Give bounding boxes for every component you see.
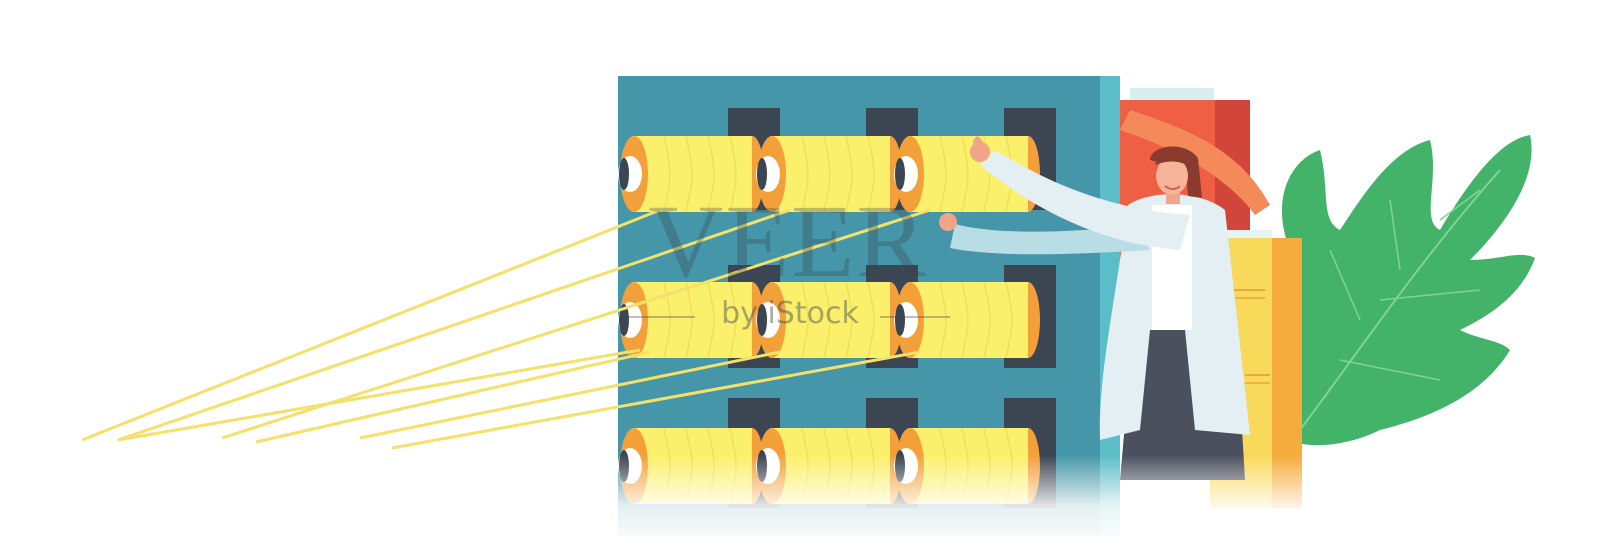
spool-thread-line <box>961 281 969 359</box>
spool-thread-line <box>845 281 853 359</box>
spool-thread-line <box>685 135 693 213</box>
spool-thread-line <box>823 135 831 213</box>
thread-spool-icon <box>756 281 902 359</box>
spool-thread-line <box>663 281 671 359</box>
watermark-rule-right <box>880 316 950 318</box>
spool-thread-line <box>939 135 947 213</box>
leaf-icon <box>1252 135 1535 446</box>
spool-thread-line <box>801 135 809 213</box>
watermark-brand: VEER <box>648 184 928 299</box>
spool-thread-line <box>823 281 831 359</box>
spool-thread-line <box>845 135 853 213</box>
spool-thread-line <box>961 135 969 213</box>
spool-thread-line <box>729 281 737 359</box>
thread-spool-icon <box>894 281 1040 359</box>
spool-thread-line <box>707 281 715 359</box>
yarn-threads <box>81 208 931 450</box>
thread-spool-icon <box>618 281 764 359</box>
spool-thread-line <box>939 281 947 359</box>
spool-thread-line <box>983 281 991 359</box>
watermark-rule-left <box>625 316 695 318</box>
bottom-fade <box>600 455 1320 547</box>
spool-thread-line <box>867 281 875 359</box>
watermark-sub: by iStock <box>721 296 859 331</box>
thread-spool-icon <box>756 135 902 213</box>
spool-thread-line <box>685 281 693 359</box>
spool-thread-line <box>663 135 671 213</box>
spool-thread-line <box>1005 281 1013 359</box>
female-worker-icon <box>939 136 1250 480</box>
thread-spool-icon <box>618 135 764 213</box>
spool-thread-line <box>729 135 737 213</box>
spool-thread-line <box>707 135 715 213</box>
spool-thread-line <box>867 135 875 213</box>
spool-thread-line <box>801 281 809 359</box>
